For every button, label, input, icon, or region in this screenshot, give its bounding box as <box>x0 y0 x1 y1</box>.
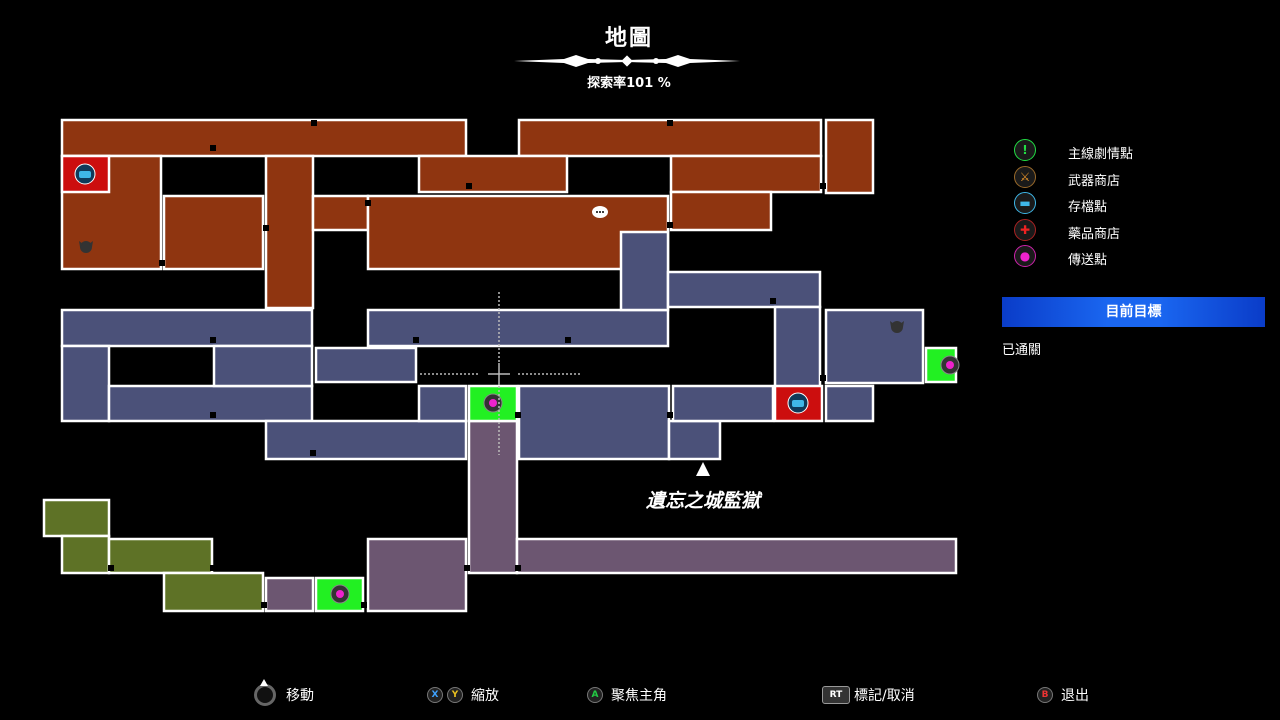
area-marker-icon <box>696 462 710 476</box>
b-button-icon: B <box>1037 687 1053 703</box>
map-room <box>311 194 370 232</box>
teleport-pin-icon: ● <box>1014 245 1036 268</box>
hint-zoom[interactable]: X Y 縮放 <box>427 684 499 706</box>
objective-heading: 目前目標 <box>1002 297 1265 327</box>
legend-item-teleport: ● 傳送點 <box>1014 244 1254 271</box>
teleport-pin-icon[interactable] <box>330 584 350 604</box>
control-hints: 移動 X Y 縮放 A 聚焦主角 RT 標記/取消 B 退出 <box>0 676 1280 712</box>
map-room <box>824 384 875 423</box>
map-room <box>60 534 111 575</box>
green-zone <box>42 498 265 613</box>
map-room <box>669 154 823 194</box>
hint-mark[interactable]: RT 標記/取消 <box>822 684 915 706</box>
red-cross-icon: ✚ <box>1014 218 1036 241</box>
rt-trigger-icon: RT <box>822 686 850 704</box>
map-room <box>366 537 468 613</box>
door-gaps <box>108 120 826 608</box>
map-room <box>671 384 775 423</box>
hint-exit[interactable]: B 退出 <box>1037 684 1089 706</box>
legend-item-item-shop: ✚ 藥品商店 <box>1014 218 1254 245</box>
map-room <box>417 384 468 423</box>
title-ornament <box>514 55 740 67</box>
legend-label: 武器商店 <box>1068 173 1121 189</box>
hint-mark-label: 標記/取消 <box>854 688 915 704</box>
hint-focus-label: 聚焦主角 <box>611 688 667 704</box>
map-room <box>773 305 822 389</box>
teleport-pin-icon[interactable] <box>940 355 960 375</box>
hint-move-label: 移動 <box>286 688 314 704</box>
map-room <box>366 194 670 271</box>
map-crosshair <box>420 292 580 455</box>
legend-item-weapon-shop: ⚔ 武器商店 <box>1014 165 1254 192</box>
mauve-zone <box>264 419 958 613</box>
map-room <box>264 154 315 310</box>
map-room <box>515 537 958 575</box>
exclamation-icon: ! <box>1014 139 1036 161</box>
map-room <box>824 308 925 385</box>
a-button-icon: A <box>587 687 603 703</box>
save-sofa-icon: ▬ <box>1014 192 1036 215</box>
exploration-rate: 探索率101 % <box>587 76 671 91</box>
x-button-icon: X <box>427 687 443 703</box>
map-room <box>264 419 468 461</box>
save-sofa-icon[interactable] <box>787 392 809 414</box>
teleport-pin-icon[interactable] <box>483 393 503 413</box>
area-label: 遺忘之城監獄 <box>645 490 763 512</box>
page-title: 地圖 <box>604 26 653 51</box>
hint-zoom-label: 縮放 <box>471 688 499 704</box>
hint-move[interactable]: 移動 <box>254 679 314 706</box>
legend-label: 存檔點 <box>1068 200 1108 216</box>
map-room <box>60 118 468 158</box>
map-room <box>162 194 265 271</box>
map-room <box>417 154 569 194</box>
blue-zone <box>60 230 925 461</box>
legend-label: 傳送點 <box>1068 253 1108 269</box>
map-room <box>60 308 314 348</box>
y-button-icon: Y <box>447 687 463 703</box>
speech-bubble-icon[interactable] <box>592 206 608 218</box>
map-room <box>212 344 314 388</box>
map-room <box>667 419 722 461</box>
hint-focus[interactable]: A 聚焦主角 <box>587 684 667 706</box>
demon-skull-icon <box>79 241 93 253</box>
map-room <box>467 419 519 575</box>
map-room <box>264 576 315 613</box>
save-sofa-icon[interactable] <box>74 163 96 185</box>
legend-item-save-point: ▬ 存檔點 <box>1014 191 1254 218</box>
map-legend: ! 主線劇情點 ⚔ 武器商店 ▬ 存檔點 ✚ 藥品商店 ● 傳送點 <box>1014 138 1254 271</box>
map-room <box>517 384 671 461</box>
demon-skull-icon <box>890 321 904 333</box>
left-stick-icon <box>254 679 276 706</box>
map-room <box>42 498 111 538</box>
legend-label: 藥品商店 <box>1068 226 1121 242</box>
map-room <box>107 537 214 575</box>
legend-label: 主線劇情點 <box>1068 147 1134 162</box>
crossed-swords-icon: ⚔ <box>1014 165 1036 188</box>
map-room <box>314 346 418 384</box>
map-room <box>669 190 773 232</box>
hint-exit-label: 退出 <box>1061 688 1089 704</box>
map-room <box>619 230 670 312</box>
objective-text: 已通關 <box>1002 343 1042 358</box>
map-room <box>824 118 875 195</box>
map-room <box>162 571 265 613</box>
map-room <box>60 344 111 423</box>
map-room <box>666 270 822 309</box>
legend-item-main-story: ! 主線劇情點 <box>1014 138 1254 165</box>
